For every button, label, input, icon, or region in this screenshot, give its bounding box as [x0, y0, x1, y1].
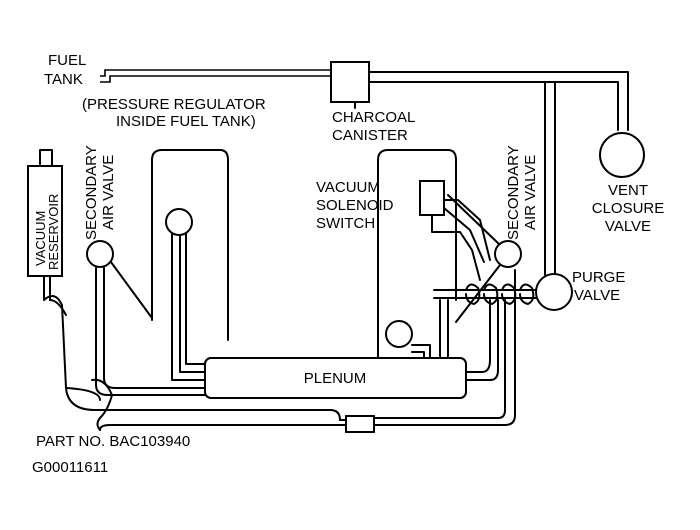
vacuum-reservoir-label-line2: RESERVOIR [46, 194, 61, 270]
hose-loops [465, 283, 535, 305]
left-valve-cover [151, 149, 229, 341]
right-valve-cover [377, 149, 457, 361]
fuel-tank-label-line2: TANK [44, 71, 83, 88]
charcoal-canister-label-line2: CANISTER [332, 127, 408, 144]
vacuum-reservoir-label-line1: VACUUM [33, 211, 48, 266]
left-secondary-air-valve-label-line1: SECONDARY [83, 145, 100, 240]
vacuum-hoses [43, 194, 556, 431]
vent-closure-valve [599, 132, 645, 178]
plenum-label: PLENUM [304, 370, 367, 387]
vacuum-solenoid-label-line2: SOLENOID [316, 197, 394, 214]
vacuum-reservoir [27, 149, 63, 301]
regulator-note-line1: (PRESSURE REGULATOR [82, 96, 266, 113]
left-small-valve [165, 208, 193, 236]
vent-closure-valve-label-line3: VALVE [605, 218, 651, 235]
vacuum-solenoid-label-line3: SWITCH [316, 215, 375, 232]
fuel-vapor-lines [100, 69, 629, 276]
fuel-tank-label-line1: FUEL [48, 52, 86, 69]
plenum [204, 357, 467, 399]
right-secondary-air-valve-label-line2: AIR VALVE [522, 155, 539, 230]
figure-id: G00011611 [32, 459, 108, 476]
charcoal-canister [330, 61, 370, 103]
right-secondary-air-valve-label-line1: SECONDARY [505, 145, 522, 240]
regulator-note-line2: INSIDE FUEL TANK) [116, 113, 256, 130]
vacuum-solenoid-label-line1: VACUUM [316, 179, 380, 196]
right-secondary-air-valve [494, 240, 522, 268]
vent-closure-valve-label-line2: CLOSURE [592, 200, 665, 217]
purge-valve-label-line2: VALVE [574, 287, 620, 304]
left-secondary-air-valve-label-line2: AIR VALVE [100, 155, 117, 230]
vent-closure-valve-label-line1: VENT [608, 182, 648, 199]
purge-valve-label-line1: PURGE [572, 269, 625, 286]
purge-valve [535, 273, 573, 311]
part-number: PART NO. BAC103940 [36, 433, 190, 450]
charcoal-canister-label-line1: CHARCOAL [332, 109, 415, 126]
vacuum-solenoid-switch [419, 180, 445, 216]
right-small-valve [385, 320, 413, 348]
left-secondary-air-valve [86, 240, 114, 268]
inline-check-valve [345, 415, 375, 433]
